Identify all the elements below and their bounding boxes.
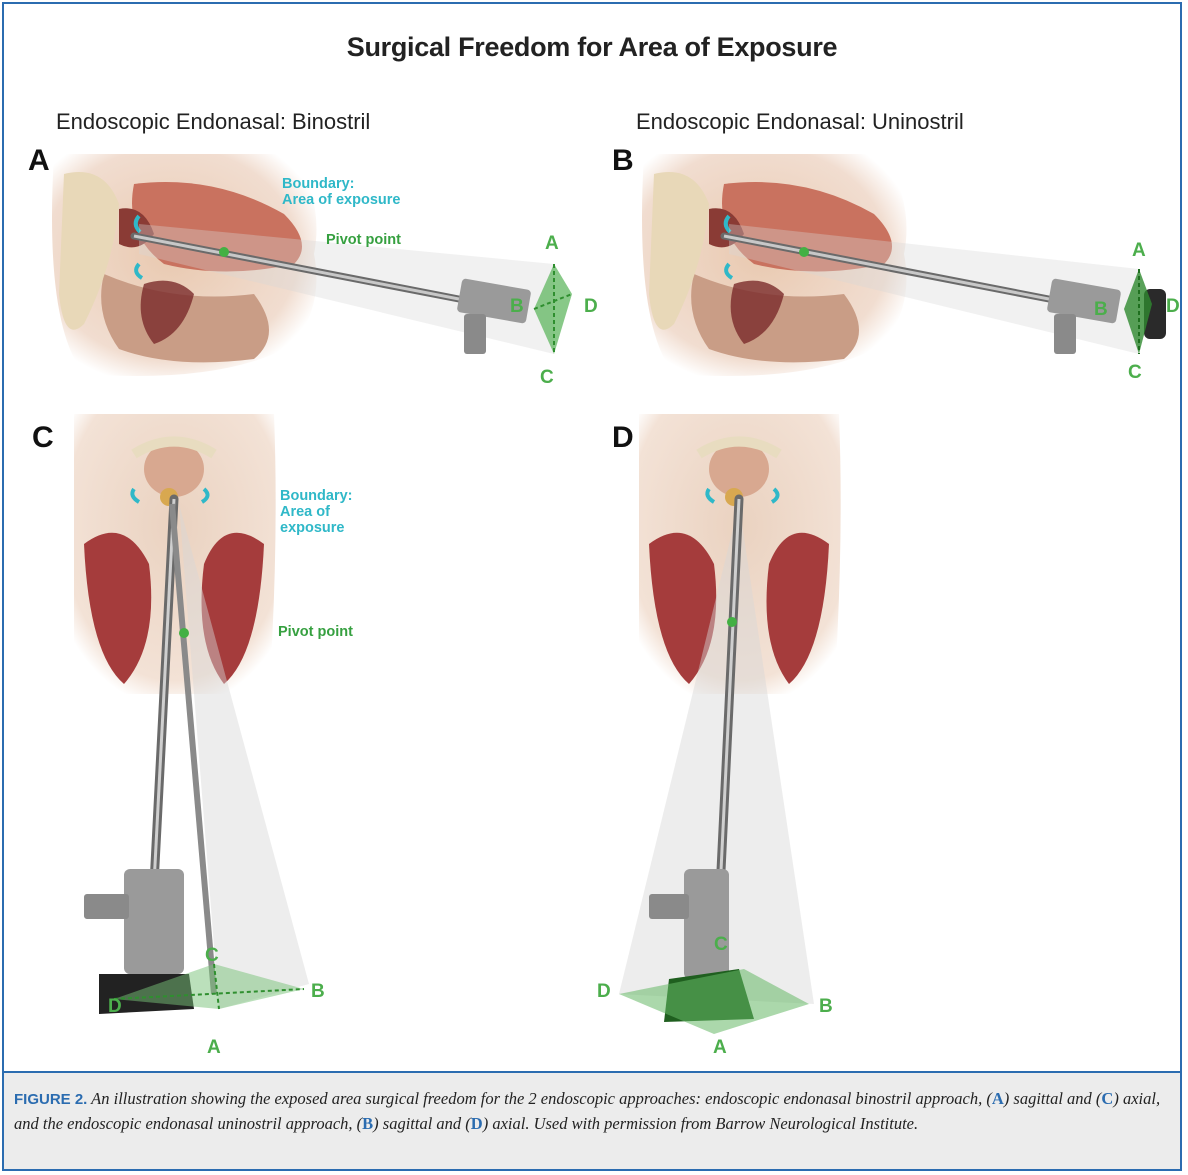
caption-text: ) sagittal and ( <box>1004 1089 1102 1108</box>
panel-d-vertex-a: A <box>713 1037 727 1059</box>
caption-ref-d: D <box>471 1114 483 1133</box>
caption-ref-a: A <box>992 1089 1004 1108</box>
panel-c-vertex-b: B <box>311 981 325 1003</box>
panel-b-vertex-b: B <box>1094 299 1108 321</box>
panel-b-vertex-a: A <box>1132 240 1146 262</box>
panel-d-vertex-b: B <box>819 996 833 1018</box>
panel-a-vertex-b: B <box>510 296 524 318</box>
panel-a-pivot-label: Pivot point <box>326 232 401 248</box>
figure-number: FIGURE 2. <box>14 1091 87 1108</box>
panel-b-heading: Endoscopic Endonasal: Uninostril <box>636 109 964 135</box>
caption-text: ) axial. Used with permission from Barro… <box>483 1114 918 1133</box>
panel-c-pivot-label: Pivot point <box>278 624 353 640</box>
figure-caption: FIGURE 2. An illustration showing the ex… <box>14 1087 1170 1136</box>
panel-c-vertex-a: A <box>207 1037 221 1059</box>
panel-b-vertex-d: D <box>1166 296 1180 318</box>
caption-ref-c: C <box>1101 1089 1113 1108</box>
panel-c-vertex-c: C <box>205 945 219 967</box>
panel-d-vertex-d: D <box>597 981 611 1003</box>
caption-box: FIGURE 2. An illustration showing the ex… <box>4 1071 1180 1171</box>
panel-d-axial-illustration <box>604 414 904 1054</box>
panel-c-vertex-d: D <box>108 996 122 1018</box>
panel-d-vertex-c: C <box>714 934 728 956</box>
panel-a-vertex-a: A <box>545 233 559 255</box>
caption-ref-b: B <box>362 1114 373 1133</box>
caption-text: ) sagittal and ( <box>373 1114 471 1133</box>
panel-c-letter: C <box>32 421 54 455</box>
panel-c-boundary-label: Boundary: Area of exposure <box>280 488 353 536</box>
figure-title: Surgical Freedom for Area of Exposure <box>4 32 1180 63</box>
panel-b-vertex-c: C <box>1128 362 1142 384</box>
panel-a-vertex-c: C <box>540 367 554 389</box>
panel-a-heading: Endoscopic Endonasal: Binostril <box>56 109 370 135</box>
panel-a-vertex-d: D <box>584 296 598 318</box>
caption-text: An illustration showing the exposed area… <box>87 1089 992 1108</box>
panel-b-sagittal-illustration <box>614 144 1182 394</box>
panel-a-boundary-label: Boundary: Area of exposure <box>282 176 400 208</box>
